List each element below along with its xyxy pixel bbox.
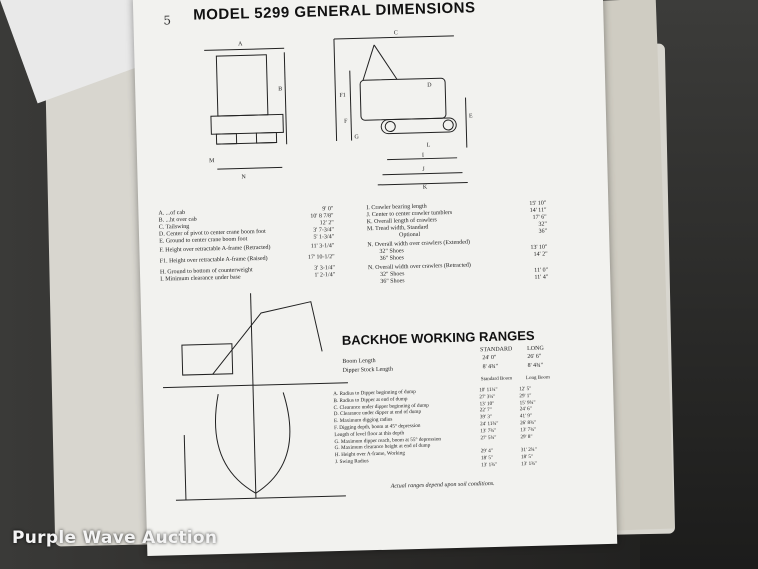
watermark: Purple Wave Auction — [12, 528, 218, 548]
boom-standard: 24' 0" — [482, 354, 497, 362]
col-standard-header: STANDARD — [480, 346, 513, 354]
svg-text:B: B — [278, 86, 282, 92]
col-long-header: LONG — [527, 345, 544, 353]
boom-length-label: Boom Length — [342, 358, 376, 365]
boom-long: 26' 6" — [527, 353, 542, 361]
svg-text:K: K — [423, 185, 428, 191]
side-view-crawler — [380, 117, 457, 135]
dimension-drawings: A B M N C D F1F G E I J K L — [162, 30, 473, 501]
svg-text:J: J — [422, 167, 425, 173]
svg-text:I: I — [422, 153, 424, 159]
front-view-cab — [215, 54, 269, 117]
backhoe-machine — [181, 343, 234, 376]
dipper-standard: 8' 4¾" — [482, 363, 499, 371]
svg-text:E: E — [469, 113, 473, 119]
sub-long: Long Boom — [525, 375, 550, 382]
side-view-body — [359, 77, 447, 121]
svg-text:L: L — [427, 142, 431, 148]
dimension-sheet: 5 MODEL 5299 GENERAL DIMENSIONS — [132, 0, 618, 557]
svg-text:F1: F1 — [339, 93, 345, 99]
dipper-long: 8' 4¾" — [527, 362, 544, 370]
svg-text:N: N — [241, 174, 246, 180]
svg-text:M: M — [209, 158, 215, 164]
svg-text:C: C — [394, 30, 398, 36]
svg-text:A: A — [238, 41, 243, 47]
svg-text:G: G — [354, 134, 359, 140]
backhoe-boom — [212, 301, 323, 375]
svg-text:D: D — [427, 82, 432, 88]
sub-standard: Standard Boom — [480, 376, 513, 383]
svg-text:F: F — [344, 119, 348, 125]
